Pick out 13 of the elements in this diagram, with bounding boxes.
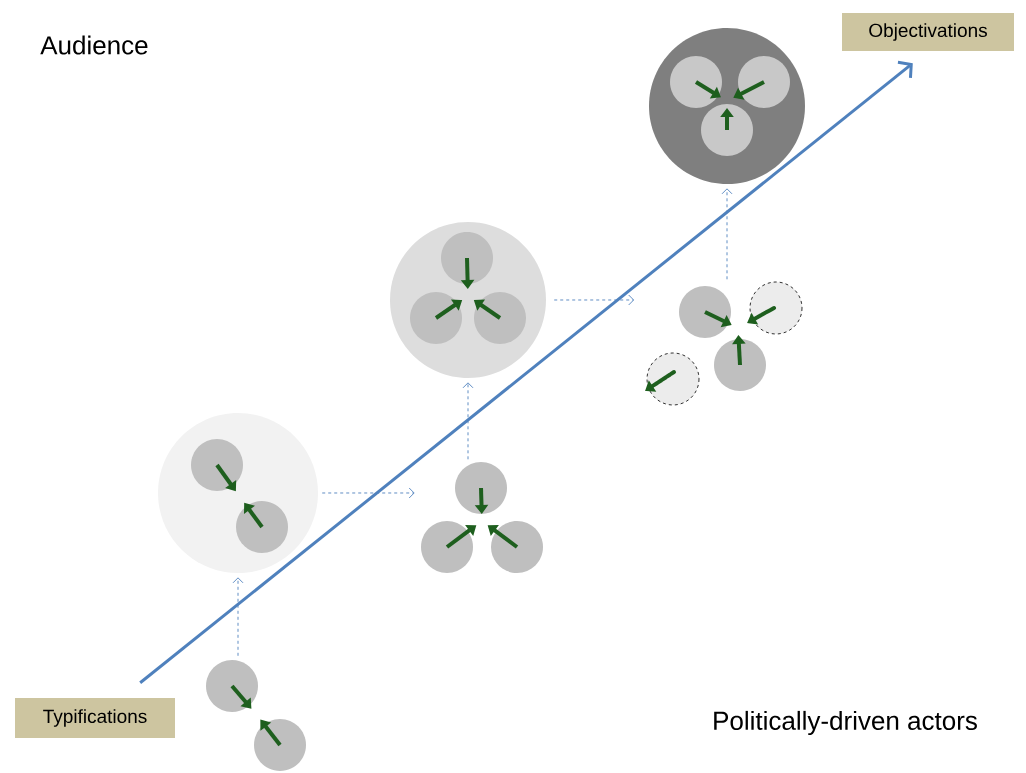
- actors-label: Politically-driven actors: [714, 710, 977, 736]
- circle-cluster-drawing: [421, 462, 543, 573]
- dashed-arrow: [321, 487, 415, 499]
- arrow: [139, 60, 913, 684]
- term-box: Objectivations: [842, 13, 1014, 51]
- audience-label: Audience: [40, 35, 148, 55]
- dashed-arrow: [553, 294, 635, 306]
- dashed-arrow: [721, 188, 733, 280]
- dashed-arrow: [232, 577, 244, 657]
- dashed-arrow: [462, 382, 474, 460]
- circle-cluster-drawing: [206, 660, 306, 771]
- circle-cluster-drawing: [645, 281, 803, 406]
- term-box: Typifications: [15, 698, 175, 738]
